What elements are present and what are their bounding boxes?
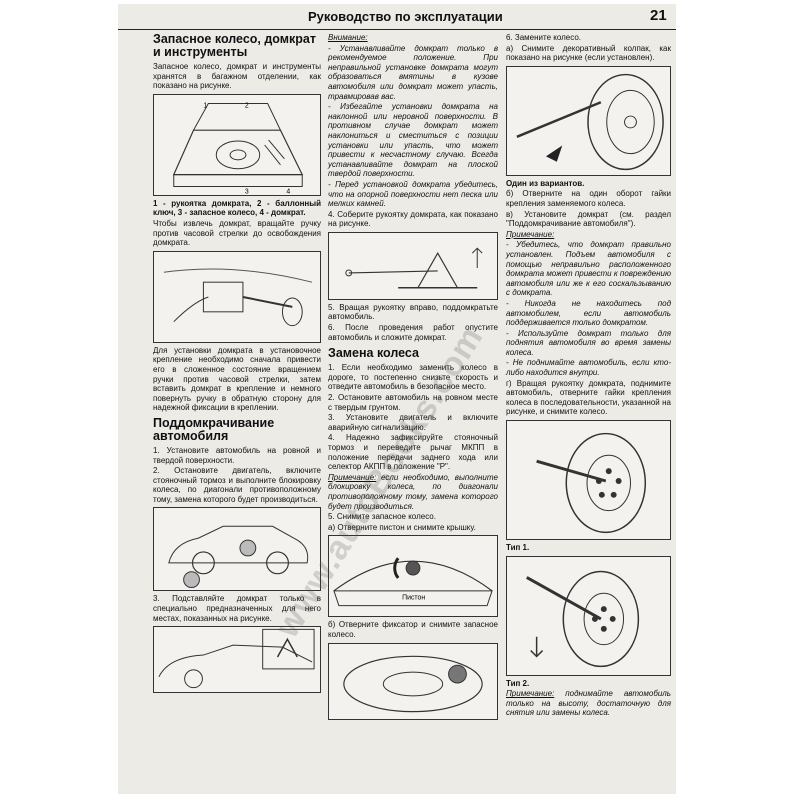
paragraph: Для установки домкрата в установочное кр… <box>153 345 321 413</box>
paragraph: а) Отверните пистон и снимите крышку. <box>328 522 476 532</box>
paragraph: Чтобы извлечь домкрат, вращайте ручку пр… <box>153 218 321 248</box>
note-text: - Никогда не находитесь под автомобилем,… <box>506 298 671 328</box>
note-text: если необходимо, выполните блокировку ко… <box>328 472 498 511</box>
jack-position-drawing <box>158 629 315 689</box>
column-right: 6. Замените колесо. а) Снимите декоратив… <box>506 33 671 719</box>
trunk-drawing: 1 2 3 4 <box>172 102 304 195</box>
paragraph: 6. Замените колесо. <box>506 33 581 42</box>
jack-release-illustration <box>153 250 321 343</box>
paragraph: 4. Надежно зафиксируйте стояночный тормо… <box>328 433 498 472</box>
jack-handle-drawing <box>345 247 483 289</box>
jack-points-illustration <box>153 507 321 592</box>
paragraph: б) Отверните фиксатор и снимите запасное… <box>328 620 498 639</box>
note-text: - Устанавливайте домкрат только в рекоме… <box>328 43 498 101</box>
trunk-floor-drawing: Пистон <box>333 557 493 607</box>
paragraph: а) Снимите декоративный колпак, как пока… <box>506 43 671 63</box>
fig-number-2: 2 <box>245 102 249 109</box>
column-left: Запасное колесо, домкрат и инструменты З… <box>153 33 321 696</box>
paragraph: 1. Если необходимо заменить колесо в дор… <box>328 363 498 392</box>
note-text: - Убедитесь, что домкрат правильно устан… <box>506 240 671 298</box>
section-heading-jacking: Поддомкрачивание автомобиля <box>153 415 275 443</box>
section-heading-wheel-change: Замена колеса <box>328 346 419 361</box>
note-text: - Используйте домкрат только для подняти… <box>506 328 671 357</box>
note-label: Примечание: <box>506 229 555 239</box>
hubcap-removal-illustration <box>506 65 671 176</box>
note-label: Примечание: <box>506 689 555 699</box>
jack-position-illustration <box>153 626 321 694</box>
spare-wheel-drawing <box>343 655 483 712</box>
manual-page: Руководство по эксплуатации 21 Запасное … <box>118 4 676 794</box>
note-text: - Перед установкой домкрата убедитесь, ч… <box>328 179 498 209</box>
jack-handle-illustration <box>328 231 498 300</box>
paragraph: 3. Подставляйте домкрат только в специал… <box>153 594 321 623</box>
paragraph: 5. Вращая рукоятку вправо, поддомкратьте… <box>328 302 498 322</box>
paragraph: г) Вращая рукоятку домкрата, поднимите а… <box>506 378 671 417</box>
paragraph: 2. Остановите автомобиль на ровном месте… <box>328 393 498 412</box>
figure-caption: Один из вариантов. <box>506 178 585 188</box>
note-text: - Не поднимайте автомобиль, если кто-либ… <box>506 358 671 378</box>
section-heading-spare-wheel: Запасное колесо, домкрат и инструменты <box>153 32 316 59</box>
fig-number-1: 1 <box>203 102 207 109</box>
paragraph: 1. Установите автомобиль на ровной и тве… <box>153 445 321 465</box>
paragraph: 4. Соберите рукоятку домкрата, как показ… <box>328 209 498 229</box>
lug-nut-type2-drawing <box>526 570 640 667</box>
figure-caption: 1 - рукоятка домкрата, 2 - баллонный клю… <box>153 198 321 218</box>
page-number: 21 <box>650 7 667 24</box>
lug-nut-type1-drawing <box>536 432 647 534</box>
paragraph: 3. Установите двигатель и включите авари… <box>328 413 498 432</box>
fig-number-3: 3 <box>245 188 249 195</box>
jack-release-drawing <box>163 268 313 326</box>
column-middle: Внимание: - Устанавливайте домкрат тольк… <box>328 33 498 723</box>
paragraph: Запасное колесо, домкрат и инструменты х… <box>153 62 321 91</box>
note-label: Примечание: <box>328 472 377 482</box>
paragraph: 5. Снимите запасное колесо. <box>328 512 436 522</box>
fig-label-piston: Пистон <box>402 595 425 602</box>
note-text: - Избегайте установки домкрата на наклон… <box>328 102 498 179</box>
figure-caption-type1: Тип 1. <box>506 543 530 553</box>
trunk-floor-illustration: Пистон <box>328 535 498 618</box>
hubcap-removal-drawing <box>516 73 664 170</box>
paragraph: б) Отверните на один оборот гайки крепле… <box>506 189 671 208</box>
figure-caption-type2: Тип 2. <box>506 678 530 688</box>
paragraph: 2. Остановите двигатель, включите стояно… <box>153 466 321 504</box>
note-label: Внимание: <box>328 33 368 42</box>
trunk-illustration: 1 2 3 4 <box>153 93 321 196</box>
lug-nut-type1-illustration <box>506 420 671 541</box>
spare-wheel-illustration <box>328 642 498 720</box>
paragraph: в) Установите домкрат (см. раздел "Поддо… <box>506 209 671 229</box>
note-text: поднимайте автомобиль только на высоту, … <box>506 689 671 718</box>
fig-number-4: 4 <box>286 188 290 195</box>
paragraph: 6. После проведения работ опустите автом… <box>328 323 498 342</box>
lug-nut-type2-illustration <box>506 555 671 676</box>
jack-points-drawing <box>168 526 309 589</box>
page-header: Руководство по эксплуатации 21 <box>118 4 676 30</box>
page-title: Руководство по эксплуатации <box>308 9 503 24</box>
